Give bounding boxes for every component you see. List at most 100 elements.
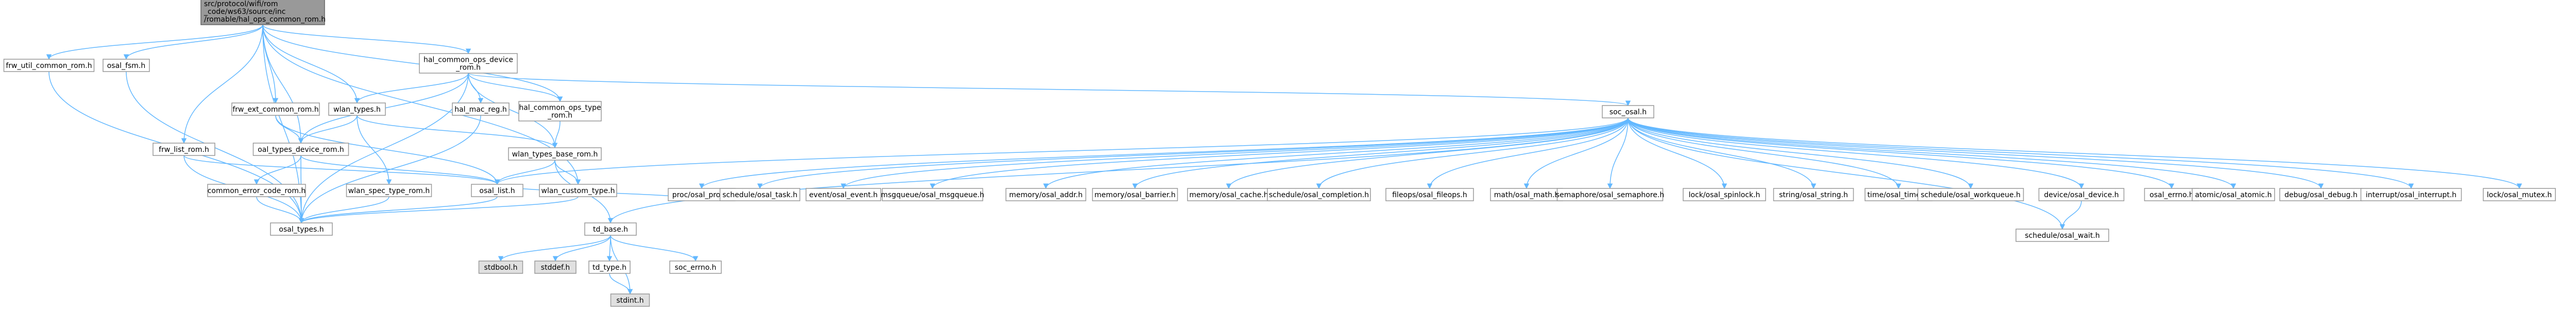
dependency-edge xyxy=(840,117,1629,189)
node-common-error-code-rom[interactable]: common_error_code_rom.h xyxy=(207,184,306,197)
node-osal-types[interactable]: osal_types.h xyxy=(270,222,333,236)
node-osal-errno[interactable]: osal_errno.h xyxy=(2144,188,2199,201)
node-box xyxy=(346,184,432,197)
node-schedule-osal-completion[interactable]: schedule/osal_completion.h xyxy=(1267,188,1371,201)
dependency-edge xyxy=(1628,117,2324,189)
node-oal-types-device-rom[interactable]: oal_types_device_rom.h xyxy=(252,143,349,156)
edge-line xyxy=(123,24,263,60)
node-hal-common-ops-device-rom[interactable]: hal_common_ops_device_rom.h xyxy=(419,53,518,74)
node-debug-osal-debug[interactable]: debug/osal_debug.h xyxy=(2279,188,2363,201)
edge-line xyxy=(46,24,263,60)
node-stdbool[interactable]: stdbool.h xyxy=(478,260,523,274)
node-frw-util-common-rom[interactable]: frw_util_common_rom.h xyxy=(3,59,95,72)
node-wlan-types[interactable]: wlan_types.h xyxy=(328,102,386,116)
node-td-base[interactable]: td_base.h xyxy=(584,222,637,236)
node-string-osal-string[interactable]: string/osal_string.h xyxy=(1773,188,1854,201)
node-soc-errno[interactable]: soc_errno.h xyxy=(669,260,722,274)
node-stddef[interactable]: stddef.h xyxy=(534,260,577,274)
node-frw-list-rom[interactable]: frw_list_rom.h xyxy=(152,143,215,156)
node-label: lock/osal_spinlock.h xyxy=(1689,191,1760,199)
node-root[interactable]: src/protocol/wifi/rom_code/ws63/source/i… xyxy=(200,0,326,25)
node-box xyxy=(270,222,333,236)
node-lock-osal-mutex[interactable]: lock/osal_mutex.h xyxy=(2483,188,2556,201)
edge-line xyxy=(357,115,392,185)
node-event-osal-event[interactable]: event/osal_event.h xyxy=(805,188,882,201)
node-label: td_base.h xyxy=(593,225,628,234)
dependency-edge xyxy=(607,117,1629,224)
node-box xyxy=(471,184,523,197)
edge-line xyxy=(262,24,360,104)
node-box xyxy=(2192,188,2275,201)
node-wlan-spec-type-rom[interactable]: wlan_spec_type_rom.h xyxy=(346,184,432,197)
edge-line xyxy=(552,120,561,149)
edge-line xyxy=(609,273,633,295)
node-math-osal-math[interactable]: math/osal_math.h xyxy=(1490,188,1563,201)
node-wlan-types-base-rom[interactable]: wlan_types_base_rom.h xyxy=(508,147,602,161)
node-wlan-custom-type[interactable]: wlan_custom_type.h xyxy=(539,184,617,197)
node-label: stddef.h xyxy=(541,264,570,272)
node-schedule-osal-task[interactable]: schedule/osal_task.h xyxy=(719,188,801,201)
node-hal-common-ops-type-rom[interactable]: hal_common_ops_type_rom.h xyxy=(518,101,602,121)
node-label: string/osal_string.h xyxy=(1779,191,1848,199)
node-label: wlan_types.h xyxy=(333,106,381,114)
node-memory-osal-cache[interactable]: memory/osal_cache.h xyxy=(1187,188,1270,201)
node-frw-ext-common-rom[interactable]: frw_ext_common_rom.h xyxy=(231,102,320,116)
node-fileops-osal-fileops[interactable]: fileops/osal_fileops.h xyxy=(1385,188,1474,201)
edge-line xyxy=(929,117,1629,189)
node-label: td_type.h xyxy=(592,264,626,272)
node-label: interrupt/osal_interrupt.h xyxy=(2366,191,2456,199)
edge-line xyxy=(554,160,581,185)
node-memory-osal-barrier[interactable]: memory/osal_barrier.h xyxy=(1092,188,1178,201)
node-schedule-osal-wait[interactable]: schedule/osal_wait.h xyxy=(2015,229,2109,242)
dependency-edge xyxy=(1427,117,1629,189)
node-schedule-osal-workqueue[interactable]: schedule/osal_workqueue.h xyxy=(1917,188,2024,201)
node-box xyxy=(508,147,602,161)
node-label: frw_util_common_rom.h xyxy=(6,62,92,70)
node-label: soc_osal.h xyxy=(1609,108,1647,116)
node-box xyxy=(1267,188,1371,201)
edge-line xyxy=(357,115,558,149)
node-msgqueue-osal-msgqueue[interactable]: msgqueue/osal_msgqueue.h xyxy=(881,188,985,201)
node-lock-osal-spinlock[interactable]: lock/osal_spinlock.h xyxy=(1683,188,1766,201)
edge-line xyxy=(468,73,558,149)
node-label: osal_errno.h xyxy=(2149,191,2193,199)
node-hal-mac-reg[interactable]: hal_mac_reg.h xyxy=(452,102,510,116)
node-atomic-osal-atomic[interactable]: atomic/osal_atomic.h xyxy=(2192,188,2275,201)
dependency-edge xyxy=(183,155,500,185)
node-box xyxy=(2015,229,2109,242)
node-label: schedule/osal_task.h xyxy=(722,191,798,199)
node-stdint[interactable]: stdint.h xyxy=(610,293,650,307)
dependency-edge xyxy=(181,24,263,144)
edge-line xyxy=(1628,117,2065,230)
edge-line xyxy=(1132,117,1629,189)
node-osal-fsm[interactable]: osal_fsm.h xyxy=(103,59,150,72)
node-box xyxy=(452,102,510,116)
node-td-type[interactable]: td_type.h xyxy=(588,260,631,274)
node-soc-osal[interactable]: soc_osal.h xyxy=(1602,105,1654,118)
node-label: time/osal_timer.h xyxy=(1867,191,1929,199)
edge-line xyxy=(1628,117,2084,189)
node-box xyxy=(419,53,518,74)
node-box xyxy=(669,260,722,274)
edge-line xyxy=(1628,117,1974,189)
edges-layer xyxy=(46,24,2522,295)
node-label: proc/osal_proc.h xyxy=(672,191,732,199)
edge-line xyxy=(262,24,471,55)
edge-line xyxy=(1628,117,2175,189)
edge-line xyxy=(1628,117,1727,189)
node-box xyxy=(584,222,637,236)
node-device-osal-device[interactable]: device/osal_device.h xyxy=(2038,188,2125,201)
node-interrupt-osal-interrupt[interactable]: interrupt/osal_interrupt.h xyxy=(2360,188,2462,201)
node-semaphore-osal-semaphore[interactable]: semaphore/osal_semaphore.h xyxy=(1556,188,1664,201)
node-label: hal_common_ops_device xyxy=(423,56,513,64)
node-osal-list[interactable]: osal_list.h xyxy=(471,184,523,197)
edge-line xyxy=(181,24,263,144)
edge-line xyxy=(298,196,579,224)
node-label: /romable/hal_ops_common_rom.h xyxy=(204,15,326,24)
node-memory-osal-addr[interactable]: memory/osal_addr.h xyxy=(1005,188,1087,201)
dependency-edge xyxy=(262,24,563,102)
node-box xyxy=(805,188,882,201)
node-label: memory/osal_barrier.h xyxy=(1094,191,1176,199)
edge-line xyxy=(699,117,1629,189)
